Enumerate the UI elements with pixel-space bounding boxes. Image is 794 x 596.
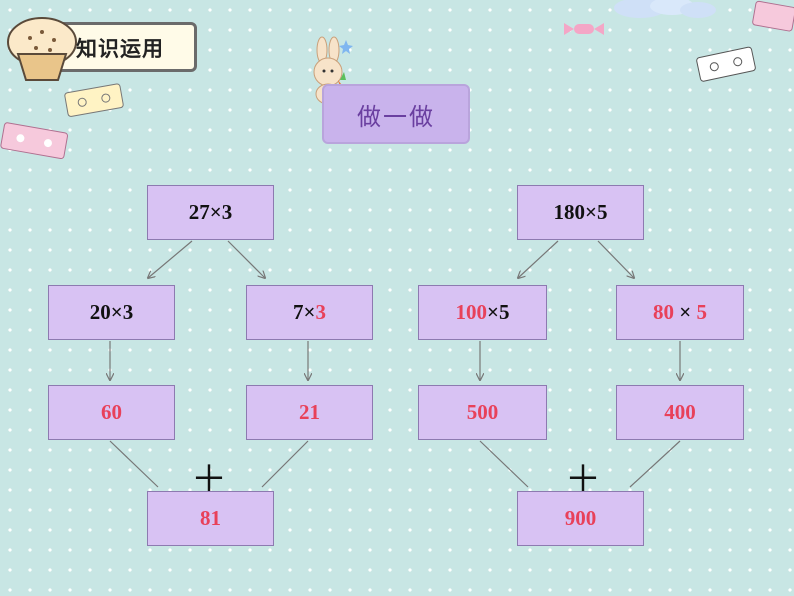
right-split-right-box: 80 × 5 [616, 285, 744, 340]
right-root-box: 180×5 [517, 185, 644, 240]
candy-icon [564, 23, 604, 35]
factor-a: 20 [89, 300, 111, 324]
right-sum-box: 900 [517, 491, 644, 546]
factor-a: 7 [293, 300, 304, 324]
left-split-right-box: 7×3 [246, 285, 373, 340]
times-sign: × [303, 300, 316, 324]
left-product-right-box: 21 [246, 385, 373, 440]
left-root-box: 27×3 [147, 185, 274, 240]
cassette-tape-icon [0, 122, 68, 160]
factor-b: 3 [122, 300, 134, 324]
factor-a: 100 [455, 300, 488, 324]
right-product-right-box: 400 [616, 385, 744, 440]
factor-b: 5 [696, 300, 707, 324]
cassette-tape-icon [64, 83, 124, 117]
times-sign: × [674, 300, 697, 324]
right-product-left-box: 500 [418, 385, 547, 440]
section-title: 知识运用 [76, 37, 164, 61]
left-product-left-box: 60 [48, 385, 175, 440]
times-sign: × [110, 300, 123, 324]
left-sum-box: 81 [147, 491, 274, 546]
times-sign: × [487, 300, 499, 324]
factor-b: 5 [498, 300, 510, 324]
cassette-tape-icon [696, 46, 756, 82]
left-split-left-box: 20×3 [48, 285, 175, 340]
cloud-icon [614, 0, 716, 18]
factor-a: 80 [653, 300, 675, 324]
muffin-icon [7, 17, 77, 81]
factor-b: 3 [315, 300, 326, 324]
right-split-left-box: 100×5 [418, 285, 547, 340]
do-it-badge: 做一做 [322, 84, 470, 144]
